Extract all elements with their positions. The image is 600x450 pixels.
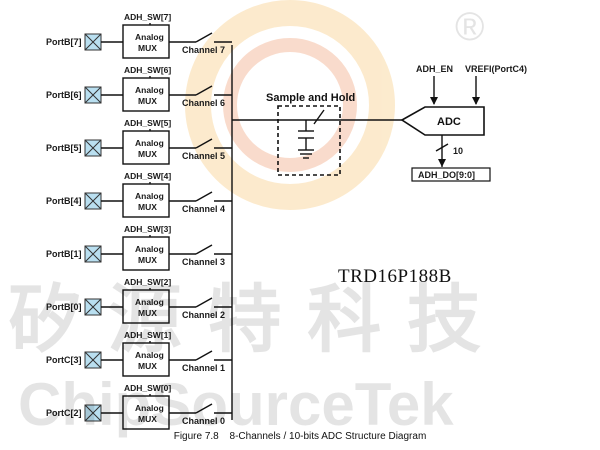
- pin-pad-icon: [84, 404, 102, 422]
- channel-switch: [195, 138, 213, 149]
- adc-block: ADC ADH_EN VREFI(PortC4) 10 ADH_DO[9:0]: [400, 64, 527, 182]
- mux-label-line2: MUX: [138, 149, 157, 159]
- pin-pad-icon: [84, 33, 102, 51]
- mux-label-line2: MUX: [138, 255, 157, 265]
- channel-label: Channel 6: [182, 98, 225, 108]
- mux-label-line2: MUX: [138, 202, 157, 212]
- channel-switch: [195, 350, 213, 361]
- mux-label-line1: Analog: [135, 32, 164, 42]
- mux-label-line1: Analog: [135, 244, 164, 254]
- mux-select-label: ADH_SW[2]: [124, 277, 171, 287]
- port-label: PortB[5]: [46, 143, 82, 153]
- analog-mux-box: [122, 395, 170, 430]
- sample-hold-block: Sample and Hold: [266, 92, 355, 176]
- port-label: PortB[7]: [46, 37, 82, 47]
- port-label: PortB[1]: [46, 249, 82, 259]
- figure-number: Figure 7.8: [173, 431, 219, 442]
- channel-switch: [195, 244, 213, 255]
- channel-label: Channel 7: [182, 45, 225, 55]
- channel-switch: [195, 403, 213, 414]
- channel-label: Channel 5: [182, 151, 225, 161]
- pin-pad-icon: [84, 245, 102, 263]
- mux-label-line2: MUX: [138, 414, 157, 424]
- adh-en-label: ADH_EN: [416, 64, 453, 74]
- mux-label-line1: Analog: [135, 403, 164, 413]
- figure-caption: Figure 7.8 8-Channels / 10-bits ADC Stru…: [0, 431, 600, 442]
- sample-hold-label: Sample and Hold: [266, 92, 355, 104]
- logo-watermark: [185, 0, 395, 210]
- vref-label: VREFI(PortC4): [465, 64, 527, 74]
- port-label: PortC[2]: [46, 408, 82, 418]
- mux-select-label: ADH_SW[4]: [124, 171, 171, 181]
- channel-label: Channel 4: [182, 204, 225, 214]
- mux-select-label: ADH_SW[3]: [124, 224, 171, 234]
- port-label: PortB[0]: [46, 302, 82, 312]
- output-label: ADH_DO[9:0]: [418, 170, 475, 180]
- mux-label-line1: Analog: [135, 138, 164, 148]
- port-label: PortB[6]: [46, 90, 82, 100]
- channel-switch: [195, 191, 213, 202]
- analog-mux-box: [122, 183, 170, 218]
- channel-switch: [195, 297, 213, 308]
- mux-select-label: ADH_SW[6]: [124, 65, 171, 75]
- channel-switch: [195, 32, 213, 43]
- adc-label: ADC: [437, 116, 461, 128]
- mux-select-label: ADH_SW[1]: [124, 330, 171, 340]
- channel-switch: [195, 85, 213, 96]
- port-label: PortC[3]: [46, 355, 82, 365]
- watermark-english: ChipSourceTek: [18, 371, 454, 438]
- pin-pad-icon: [84, 351, 102, 369]
- channel-label: Channel 0: [182, 416, 225, 426]
- figure-title: 8-Channels / 10-bits ADC Structure Diagr…: [229, 431, 427, 442]
- mux-label-line1: Analog: [135, 191, 164, 201]
- pin-pad-icon: [84, 192, 102, 210]
- mux-select-label: ADH_SW[0]: [124, 383, 171, 393]
- mux-select-label: ADH_SW[5]: [124, 118, 171, 128]
- port-label: PortB[4]: [46, 196, 82, 206]
- mux-label-line2: MUX: [138, 361, 157, 371]
- mux-label-line1: Analog: [135, 297, 164, 307]
- channel-label: Channel 2: [182, 310, 225, 320]
- mux-label-line2: MUX: [138, 43, 157, 53]
- pin-pad-icon: [84, 139, 102, 157]
- channel-label: Channel 1: [182, 363, 225, 373]
- registered-mark: ®: [455, 5, 484, 49]
- bus-width-label: 10: [453, 146, 463, 156]
- mux-label-line2: MUX: [138, 308, 157, 318]
- part-number: TRD16P188B: [338, 266, 452, 287]
- analog-mux-box: [122, 130, 170, 165]
- mux-label-line2: MUX: [138, 96, 157, 106]
- pin-pad-icon: [84, 86, 102, 104]
- mux-select-label: ADH_SW[7]: [124, 12, 171, 22]
- watermark-chinese: 矽 源 特 科 技: [8, 277, 481, 363]
- analog-mux-box: [122, 77, 170, 112]
- mux-label-line1: Analog: [135, 350, 164, 360]
- channel-label: Channel 3: [182, 257, 225, 267]
- analog-mux-box: [122, 236, 170, 271]
- mux-label-line1: Analog: [135, 85, 164, 95]
